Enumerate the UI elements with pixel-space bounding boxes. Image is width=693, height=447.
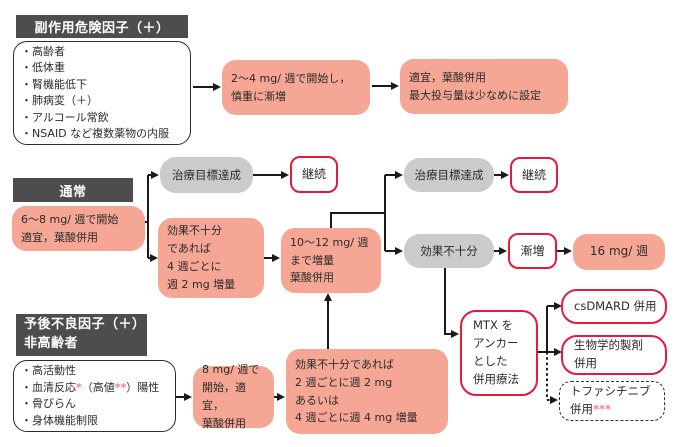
list-item: ・高齢者 <box>21 44 65 58</box>
insufficient-effect-4wk-box: 効果不十分 であれば 4 週ごとに 週 2 mg 増量 <box>158 218 264 298</box>
list-item: ・高活動性 <box>21 364 76 377</box>
continue-box-2: 継続 <box>510 157 558 193</box>
adverse-risk-factor-list: ・高齢者 ・低体重 ・腎機能低下 ・肺病変（＋） ・アルコール常飲 ・NSAID… <box>13 41 191 145</box>
tofacitinib-combination-box: トファシチニブ 併用*** <box>559 381 665 421</box>
adverse-risk-header: 副作用危険因子（＋） <box>16 15 188 38</box>
serology-label: ・血清反応 <box>21 380 76 394</box>
poor-prognosis-factor-list: ・高活動性 ・血清反応*（高値**）陽性 ・骨びらん ・身体機能制限 <box>13 360 176 432</box>
list-item: ・低体重 <box>21 61 65 74</box>
mtx-anchor-combination-box: MTX を アンカー とした 併用療法 <box>460 310 538 396</box>
treatment-goal-box-2: 治療目標達成 <box>404 158 494 192</box>
list-item: ・腎機能低下 <box>21 77 87 91</box>
asterisk-note: ** <box>114 380 127 394</box>
list-item: ・身体機能制限 <box>21 413 98 427</box>
serology-positive-label: ）陽性 <box>126 380 160 394</box>
normal-start-dose-box: 6〜8 mg/ 週で開始 適宜，葉酸併用 <box>12 206 145 251</box>
asterisk-note: * <box>76 380 82 394</box>
taper-up-box: 漸増 <box>508 233 557 269</box>
poor-prognosis-header: 予後不良因子（＋） 非高齢者 <box>16 314 147 356</box>
max-16mg-box: 16 mg/ 週 <box>573 234 665 270</box>
list-item: ・NSAID など複数薬物の内服 <box>21 127 170 140</box>
treatment-goal-box-1: 治療目標達成 <box>160 157 253 193</box>
low-start-dose-box: 2〜4 mg/ 週で開始し， 慎重に漸増 <box>222 60 370 115</box>
increase-10-12mg-box: 10〜12 mg/ 週 まで増量 葉酸併用 <box>281 228 381 293</box>
biologic-combination-box: 生物学的製剤 併用 <box>561 335 667 375</box>
insufficient-effect-2-4wk-box: 効果不十分であれば 2 週ごとに週 2 mg あるいは 4 週ごとに週 4 mg… <box>286 349 448 434</box>
normal-header: 通常 <box>13 178 133 202</box>
asterisk-note: *** <box>593 402 612 416</box>
csdmard-combination-box: csDMARD 併用 <box>561 289 667 324</box>
tofacitinib-label: トファシチニブ 併用 <box>570 384 651 416</box>
list-item: ・肺病変（＋） <box>21 94 98 107</box>
folate-max-dose-box: 適宜，葉酸併用 最大投与量は少なめに設定 <box>400 59 568 114</box>
list-item: ・血清反応*（高値**）陽性 <box>21 380 168 397</box>
list-item: ・アルコール常飲 <box>21 110 109 124</box>
serology-high-label: （高値 <box>81 380 115 394</box>
list-item: ・骨びらん <box>21 397 76 410</box>
start-8mg-box: 8 mg/ 週で 開始，適宜， 葉酸併用 <box>193 363 274 430</box>
insufficient-effect-box-2: 効果不十分 <box>404 234 494 268</box>
continue-box-1: 継続 <box>290 156 338 193</box>
